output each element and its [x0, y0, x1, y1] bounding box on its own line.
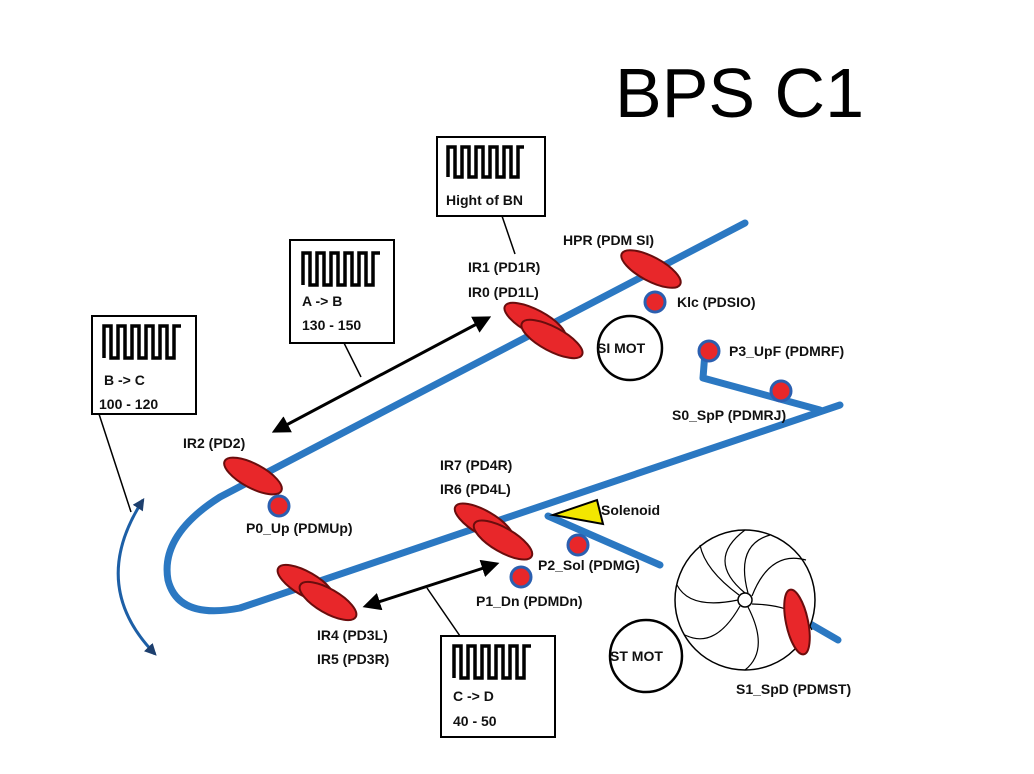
- pulse-wave-icon: [452, 644, 531, 680]
- branch-track-lower: [544, 512, 664, 569]
- main-track: [163, 219, 844, 615]
- cd-leader-line: [426, 587, 461, 637]
- p1-label: P1_Dn (PDMDn): [476, 593, 583, 609]
- ab-leader-line: [343, 342, 362, 378]
- si-motor: [596, 314, 664, 382]
- p2-label: P2_Sol (PDMG): [538, 557, 640, 573]
- ir6-sensor: [472, 519, 534, 561]
- p1-dot: [509, 565, 533, 589]
- ir0-sensor: [520, 318, 584, 360]
- bc-curved-arrow: [116, 497, 157, 656]
- bc-range: 100 - 120: [99, 396, 158, 412]
- pulse-wave-icon: [102, 324, 181, 360]
- p2-dot: [566, 533, 590, 557]
- ir5-label: IR5 (PD3R): [317, 651, 389, 667]
- klc-dot: [643, 290, 667, 314]
- s1-label: S1_SpD (PDMST): [736, 681, 851, 697]
- ab-label: A -> B: [302, 293, 342, 309]
- cd-label: C -> D: [453, 688, 494, 704]
- ab-range: 130 - 150: [302, 317, 361, 333]
- hpr-label: HPR (PDM SI): [563, 232, 654, 248]
- s1-sensor: [783, 588, 811, 656]
- hpr-sensor: [620, 249, 682, 289]
- hight-of-bn-label: Hight of BN: [446, 192, 523, 208]
- ir6-label: IR6 (PD4L): [440, 481, 511, 497]
- st-fan-wheel: [674, 529, 816, 671]
- ir5-sensor: [298, 580, 358, 622]
- cd-distance-arrow: [362, 559, 500, 611]
- s0-dot: [769, 379, 793, 403]
- ab-box: A -> B 130 - 150: [289, 239, 395, 344]
- p3-label: P3_UpF (PDMRF): [729, 343, 844, 359]
- p0-dot: [267, 494, 291, 518]
- hight-of-bn-box: Hight of BN: [436, 136, 546, 217]
- diagram-title: BPS C1: [615, 54, 864, 132]
- branch-track-upper: [699, 348, 824, 414]
- st-motor-label: ST MOT: [610, 648, 663, 664]
- ir2-label: IR2 (PD2): [183, 435, 245, 451]
- s0-label: S0_SpP (PDMRJ): [672, 407, 786, 423]
- bc-label: B -> C: [104, 372, 145, 388]
- p0-label: P0_Up (PDMUp): [246, 520, 353, 536]
- ir2-sensor: [223, 456, 283, 496]
- cd-range: 40 - 50: [453, 713, 497, 729]
- cd-box: C -> D 40 - 50: [440, 635, 556, 738]
- ab-distance-arrow: [271, 316, 492, 433]
- ir1-label: IR1 (PD1R): [468, 259, 540, 275]
- p3-dot: [697, 339, 721, 363]
- bc-box: B -> C 100 - 120: [91, 315, 197, 415]
- solenoid-label: Solenoid: [601, 502, 660, 518]
- bc-leader-line: [98, 413, 132, 513]
- ir0-label: IR0 (PD1L): [468, 284, 539, 300]
- si-motor-label: SI MOT: [597, 340, 646, 356]
- st-motor: [608, 618, 684, 694]
- solenoid-triangle: [549, 498, 605, 526]
- klc-label: Klc (PDSIO): [677, 294, 756, 310]
- ir4-label: IR4 (PD3L): [317, 627, 388, 643]
- pulse-wave-icon: [301, 251, 380, 287]
- hight-leader-line: [501, 215, 516, 255]
- pulse-wave-icon: [446, 145, 524, 179]
- ir7-label: IR7 (PD4R): [440, 457, 512, 473]
